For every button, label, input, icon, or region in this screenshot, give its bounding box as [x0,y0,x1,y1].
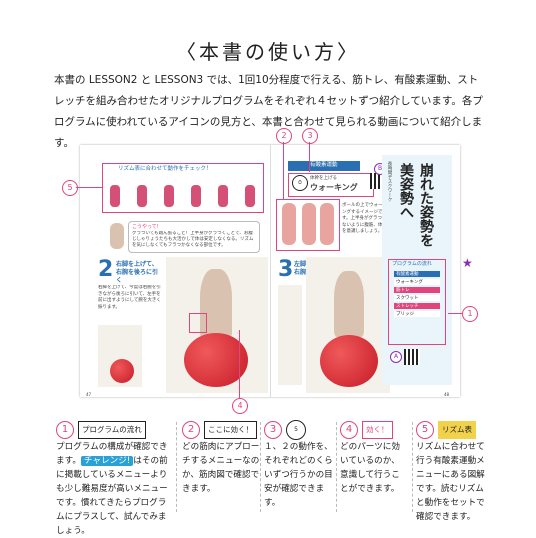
step-3-small-photo [278,285,302,385]
flow-item: 有酸素運動 [394,271,440,277]
label-2: ここに効く！ [204,421,257,439]
label-4: 効く！ [362,421,393,439]
muscle-figure-side [302,203,316,245]
rhythm-chart-highlight [102,163,264,213]
muscle-text: ボールの上でウォーキングするイメージです。上半身がグラつかないように腹筋、体幹を… [342,203,387,234]
program-title: ウォーキング [310,183,358,192]
callout-3: 3 [302,128,318,144]
rhythm-header: リズム表に合わせて動作をチェック！ [118,166,212,172]
muscle-figure-back [320,203,334,245]
label-1: プログラムの流れ [78,421,146,439]
step-2-number: 2 [98,257,114,282]
seconds-icon: 5 [286,420,306,440]
muscle-figure-front [282,203,296,245]
step-3-number: 3 [278,257,294,282]
text-1-after: はその前に掲載しているメニューよりも少し難易度が高いメニューです。慣れてきたらプ… [56,456,168,536]
challenge-highlight: チャレンジ! [80,456,134,466]
figure-3 [164,185,174,207]
ball-image [320,335,378,387]
step-2-text: 右脚を上げて、今度は右腕を引きながら後ろに引いて、左手を前に出すようにして腕を大… [98,285,161,310]
note-label: こうやって! [132,224,159,230]
divider [412,422,413,512]
divider [260,422,261,512]
page-title: 〈本書の使い方〉 [176,40,360,64]
step-2-title: 右脚を上げて、右腕を後ろに引く [116,261,159,284]
badge-3: 3 [264,421,282,439]
star-icon: ★ [462,256,473,270]
target-area-highlight [189,313,207,333]
category-tag-label: 有酸素運動 [310,162,338,168]
flow-highlight [388,259,446,345]
banner-top: 長時間デスクワーク [387,161,392,202]
vertical-banner: 長時間デスクワーク 崩れた姿勢を美姿勢へ プログラムの流れ 有酸素運動 ウォーキ… [382,155,452,385]
leader-line [283,142,284,200]
flow-item: ブリッジ [394,311,440,317]
marker-a: A [390,351,402,363]
badge-4: 4 [340,421,358,439]
step-2-main-photo [166,257,268,393]
leader-line [309,142,310,172]
flow-item: スクワット [394,295,440,301]
figure-5 [218,185,228,207]
figure-2 [137,185,147,207]
note-bubble: こうやって! グラついても踏ん張ること！上半身がグラつくことで、お腹じしゃりょう… [128,221,260,253]
page-number-left: 47 [86,392,92,397]
spine [270,145,271,397]
flow-item: ウォーキング [394,279,440,285]
flow-title: プログラムの流れ [392,261,432,267]
person-image [200,269,232,339]
muscle-diagram-highlight [276,199,340,251]
divider [336,422,337,512]
text-2: どの筋肉にアプローチするメニューなのか、筋肉図で確認できます。 [182,442,260,494]
intro-paragraph: 本書の LESSON2 と LESSON3 では、1回10分程度で行える、筋トレ… [54,74,483,149]
ball-image [184,333,248,387]
rhythm-figures [110,175,255,207]
label-5: リズム表 [438,421,476,439]
flow-list: 有酸素運動 ウォーキング 筋トレ スクワット ストレッチ ブリッジ [394,271,440,319]
banner-title: 崩れた姿勢を美姿勢へ [398,163,434,247]
figure-6 [245,185,255,207]
callout-5: 5 [62,180,78,196]
page-number-right: 48 [444,392,450,397]
text-5: リズムに合わせて行う有酸素運動メニューにある図解です。読むリズムと動作をセットで… [416,442,485,522]
callout-4: 4 [232,398,248,414]
badge-1: 1 [56,421,74,439]
flow-item: ストレッチ [394,303,440,309]
figure-4 [191,185,201,207]
step-3-main-photo [306,257,390,393]
leader-line [76,187,102,188]
text-1-before: プログラムの構成が確認できます。 [56,442,168,466]
text-4: どのパーツに効いているのか、意識して行うことができます。 [340,442,400,494]
person-image [334,271,364,337]
text-3: １、２の動作を、それぞれどのくらいずつ行うかの目安が確認できます。 [264,442,333,508]
step-2-small-photo [98,325,142,387]
timer-icon: ⏱ [292,175,308,191]
book-spread: リズム表に合わせて動作をチェック！ こうやって! グラついても踏ん張ること！上半… [80,145,460,397]
program-sub: 体幹を上げる [310,176,337,181]
badge-2: 2 [182,421,200,439]
callout-1: 1 [462,306,478,322]
figure-1 [110,185,120,207]
ball-image [110,359,134,383]
flow-item: 筋トレ [394,287,440,293]
divider [176,422,177,512]
callout-2: 2 [276,128,292,144]
leader-line [448,313,462,314]
qr-code-a[interactable] [404,349,420,365]
note-text: グラついても踏ん張ること！上半身がグラつくことで、お腹じしゃりょうたちも大活かし… [132,231,254,248]
category-tag: 有酸素運動 [288,161,360,171]
leader-line [239,330,240,398]
badge-5: 5 [416,421,434,439]
coach-avatar [110,223,124,249]
text-1: プログラムの構成が確認できます。チャレンジ!はその前に掲載しているメニューよりも… [56,440,168,538]
